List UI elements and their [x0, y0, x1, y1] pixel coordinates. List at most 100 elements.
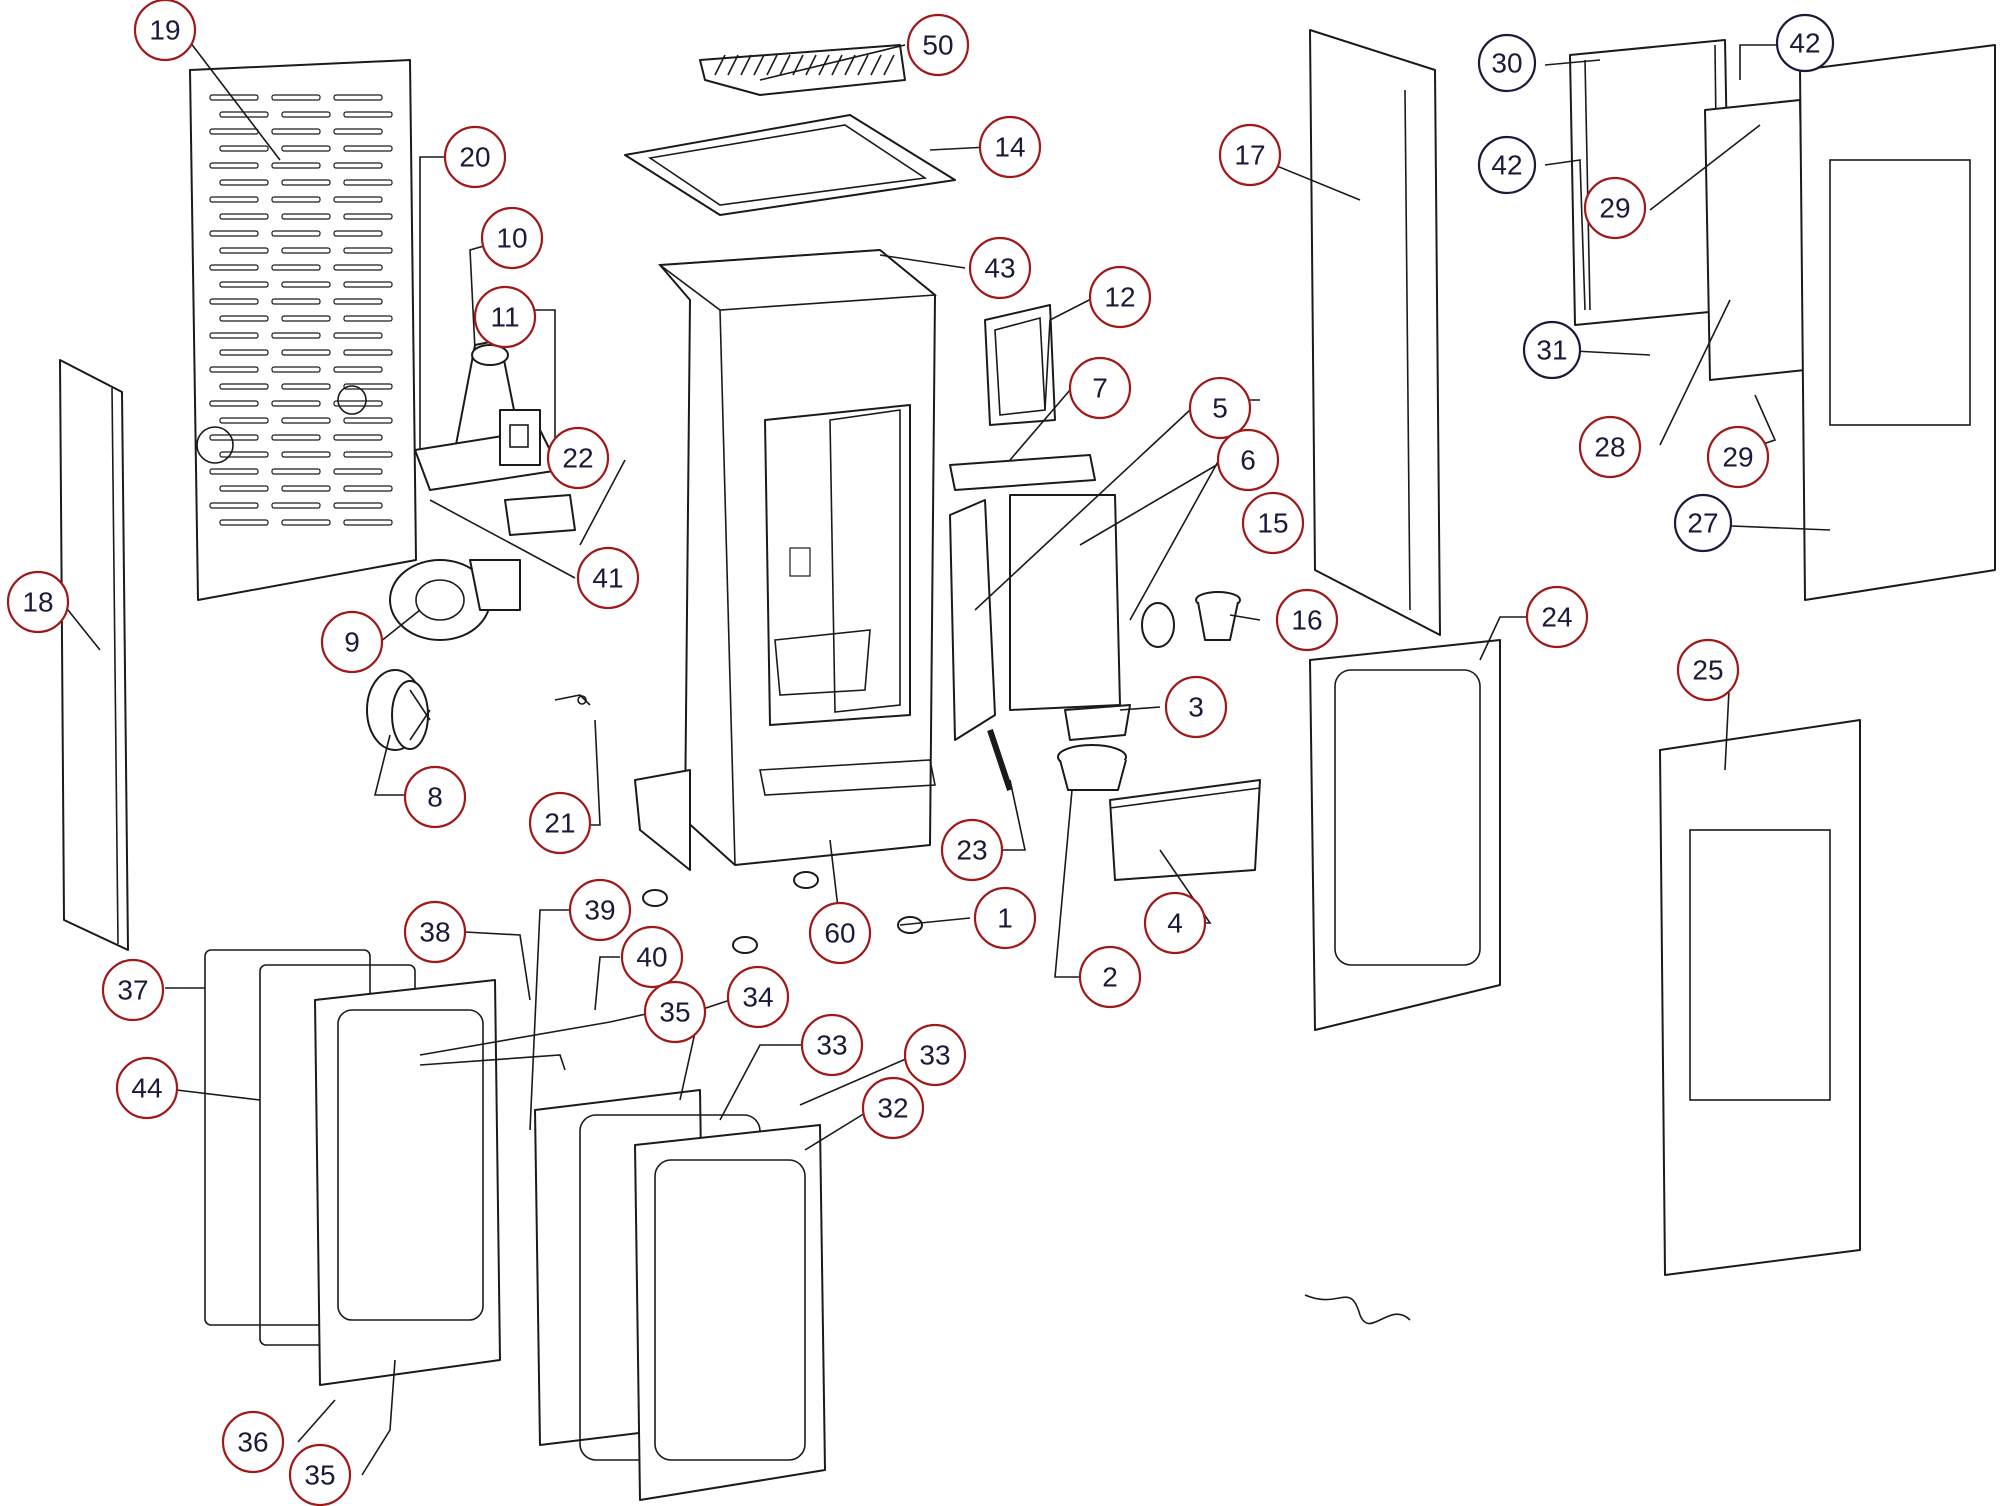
callout-21: 21: [528, 791, 592, 855]
grate-bar: [883, 54, 895, 76]
callout-9: 9: [320, 610, 384, 674]
callout-8: 8: [403, 765, 467, 829]
vent-slot: [209, 264, 259, 271]
vent-slot: [281, 519, 331, 526]
svg-text:14: 14: [994, 132, 1025, 163]
vent-slot: [209, 366, 259, 373]
vent-slot: [271, 332, 321, 339]
part-14-top-cover: [624, 114, 956, 216]
svg-text:60: 60: [824, 918, 855, 949]
vent-slot: [271, 434, 321, 441]
vent-slot: [343, 485, 393, 492]
svg-text:1: 1: [997, 903, 1013, 934]
callout-44: 44: [115, 1056, 179, 1120]
part-17-right-side-panel: [1309, 29, 1441, 636]
svg-text:9: 9: [344, 627, 360, 658]
vent-slot: [333, 162, 383, 169]
svg-text:33: 33: [816, 1030, 847, 1061]
vent-slot: [271, 264, 321, 271]
vent-slot: [209, 502, 259, 509]
svg-text:28: 28: [1594, 432, 1625, 463]
vent-slot: [219, 247, 269, 254]
svg-text:31: 31: [1536, 335, 1567, 366]
part-25-lower-panel: [1659, 719, 1861, 1276]
vent-slot: [343, 179, 393, 186]
part-8-fan: [366, 669, 431, 751]
part-27-front-panel: [1799, 44, 1996, 601]
callout-33-a: 33: [800, 1013, 864, 1077]
svg-text:42: 42: [1789, 28, 1820, 59]
part-1-feet: [642, 871, 923, 954]
vent-slot: [219, 349, 269, 356]
callout-33-b: 33: [903, 1023, 967, 1087]
callout-group: 19 50 14 20 10 11 22 41 43 12 7 5 6 17 3…: [6, 0, 1835, 1506]
part-36-inner-door: [314, 979, 501, 1386]
svg-text:33: 33: [919, 1040, 950, 1071]
vent-slot: [209, 162, 259, 169]
svg-text:36: 36: [237, 1427, 268, 1458]
vent-slot: [343, 417, 393, 424]
svg-text:32: 32: [877, 1093, 908, 1124]
vent-slot: [333, 502, 383, 509]
vent-slot: [219, 485, 269, 492]
svg-text:2: 2: [1102, 962, 1118, 993]
vent-slot: [333, 128, 383, 135]
callout-19: 19: [133, 0, 197, 62]
vent-slot: [281, 145, 331, 152]
callout-36: 36: [221, 1410, 285, 1474]
callout-1: 1: [973, 886, 1037, 950]
callout-38: 38: [403, 900, 467, 964]
vent-slot: [343, 213, 393, 220]
vent-slot: [219, 383, 269, 390]
vent-slot: [343, 247, 393, 254]
vent-slot: [219, 145, 269, 152]
vent-slot: [209, 196, 259, 203]
callout-15: 15: [1241, 491, 1305, 555]
part-4-ash-drawer: [1109, 779, 1261, 881]
svg-text:20: 20: [459, 142, 490, 173]
svg-text:27: 27: [1687, 508, 1718, 539]
svg-text:17: 17: [1234, 140, 1265, 171]
svg-text:4: 4: [1167, 908, 1183, 939]
svg-text:7: 7: [1092, 373, 1108, 404]
part-2-burn-pot: [1057, 744, 1127, 791]
callout-50: 50: [906, 13, 970, 77]
svg-text:41: 41: [592, 563, 623, 594]
vent-slot: [209, 298, 259, 305]
vent-slot: [333, 94, 383, 101]
vent-slot: [343, 281, 393, 288]
part-9-blower: [389, 559, 521, 641]
vent-slot: [281, 247, 331, 254]
vent-slot: [333, 366, 383, 373]
vent-slot: [343, 111, 393, 118]
vent-slot: [271, 400, 321, 407]
callout-18: 18: [6, 570, 70, 634]
callout-20: 20: [443, 125, 507, 189]
vent-slot: [271, 468, 321, 475]
svg-text:12: 12: [1104, 282, 1135, 313]
grate-bar: [857, 54, 869, 76]
grate-bar: [753, 54, 765, 76]
grate-bar: [766, 54, 778, 76]
vent-slot: [271, 94, 321, 101]
callout-2: 2: [1078, 945, 1142, 1009]
callout-24: 24: [1525, 585, 1589, 649]
svg-text:39: 39: [584, 895, 615, 926]
vent-slot: [219, 281, 269, 288]
vent-slot: [219, 519, 269, 526]
vent-slot: [333, 434, 383, 441]
stove-main-frame: [634, 249, 938, 871]
cable: [1304, 1294, 1411, 1325]
svg-text:43: 43: [984, 253, 1015, 284]
vent-slot: [333, 298, 383, 305]
vent-slot: [219, 315, 269, 322]
vent-slot: [343, 451, 393, 458]
svg-text:44: 44: [131, 1073, 162, 1104]
vent-slot: [333, 264, 383, 271]
vent-slot: [219, 417, 269, 424]
vent-slot: [271, 230, 321, 237]
svg-text:15: 15: [1257, 508, 1288, 539]
part-24-door-frame: [1309, 639, 1501, 1031]
svg-text:10: 10: [496, 223, 527, 254]
vent-slot: [209, 434, 259, 441]
